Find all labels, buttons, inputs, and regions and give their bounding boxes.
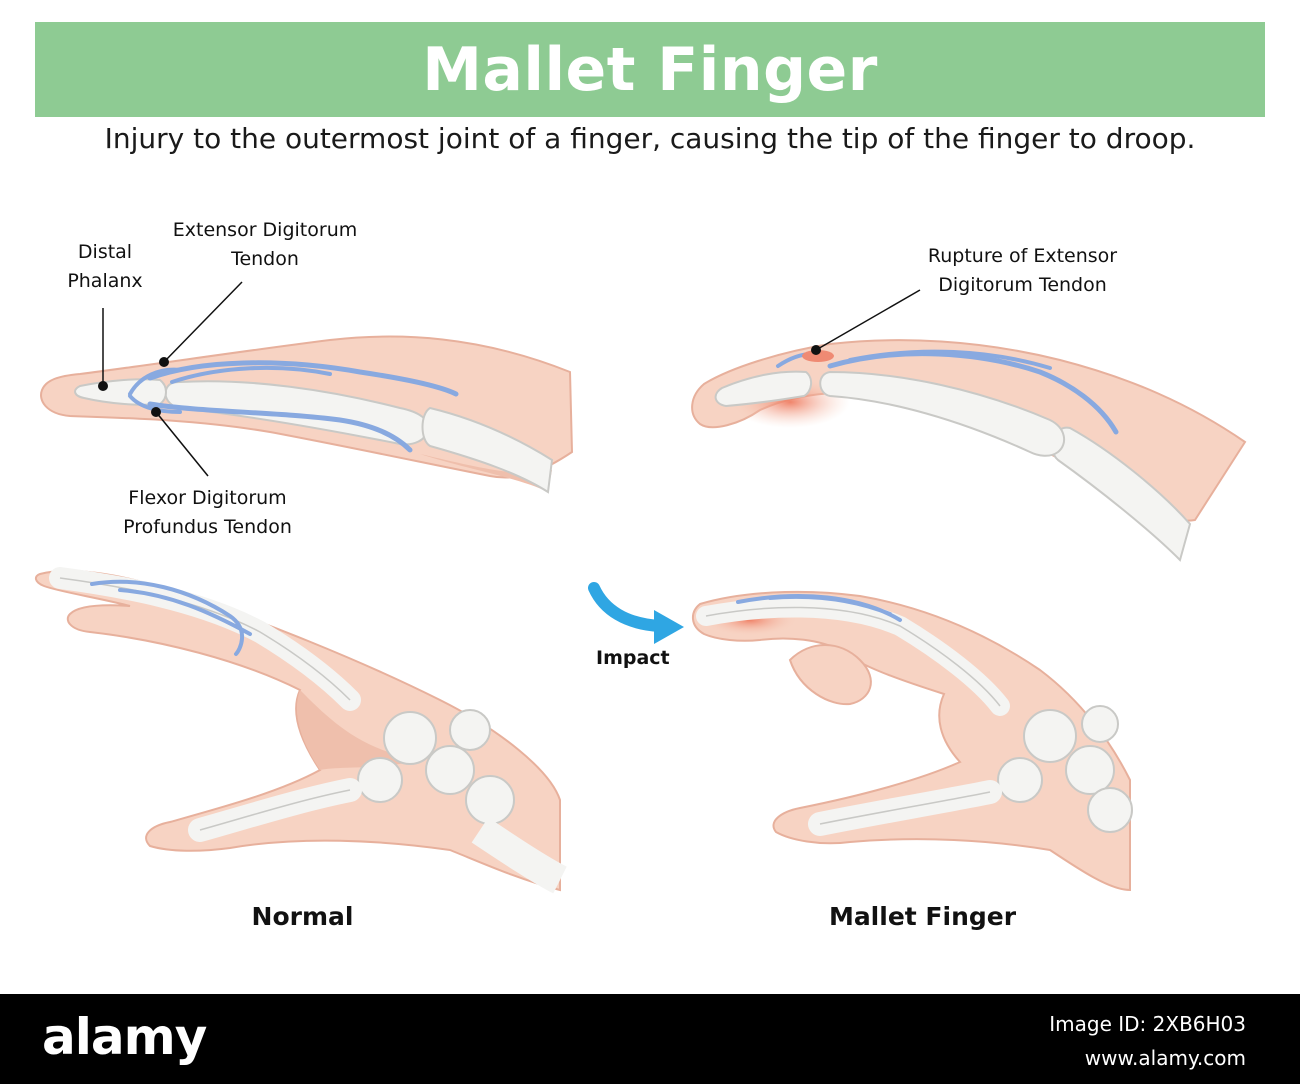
hand-skin [692, 590, 1131, 892]
finger-skin-shadow [420, 454, 552, 492]
carpal-bones [997, 705, 1133, 833]
finger-bones-outline [59, 577, 351, 701]
proximal-phalanx-bone [421, 406, 554, 494]
anatomy-illustration [34, 281, 1247, 894]
extensor-pointer [163, 281, 243, 363]
hand-skin [34, 569, 561, 892]
extensor-tendon-branch [170, 365, 332, 384]
rupture-dot [811, 345, 821, 355]
brand-logo: alamy [42, 1008, 207, 1066]
rupture-highlight [802, 350, 834, 362]
page-subtitle: Injury to the outermost joint of a finge… [104, 122, 1196, 155]
footer-bar: alamy Image ID: 2XB6H03 www.alamy.com [0, 994, 1300, 1084]
thumb-bones-outline [199, 789, 351, 831]
rupture-label: Rupture of Extensor Digitorum Tendon [927, 245, 1118, 296]
mallet-caption: Mallet Finger [828, 902, 1017, 931]
tendon-loop [128, 367, 182, 414]
site-url: www.alamy.com [1084, 1046, 1246, 1070]
forearm-bone [471, 817, 567, 894]
distal-phalanx-bone [714, 370, 812, 408]
distal-phalanx-label: Distal Phalanx [67, 241, 143, 292]
page-title: Mallet Finger [422, 34, 878, 105]
distal-phalanx-dot [98, 381, 108, 391]
curled-fingers [788, 644, 872, 706]
middle-phalanx-bone [819, 370, 1066, 457]
finger-bones-outline [705, 606, 1001, 707]
normal-finger-closeup [40, 281, 574, 494]
tendons [90, 579, 252, 656]
normal-caption: Normal [251, 902, 354, 931]
image-id: Image ID: 2XB6H03 [1049, 1012, 1246, 1036]
extensor-tendon-branch [848, 349, 1052, 370]
flexor-pointer [155, 411, 209, 477]
impact-label: Impact [596, 647, 670, 669]
flexor-tendon [147, 401, 413, 453]
finger-skin [691, 339, 1247, 522]
tendons [736, 594, 902, 622]
flexor-tendon-label: Flexor Digitorum Profundus Tendon [123, 487, 292, 538]
thumb-bones-outline [819, 791, 991, 825]
extensor-tendon [147, 360, 459, 397]
palm-shadow [296, 690, 420, 770]
extensor-dot [159, 357, 169, 367]
title-banner: Mallet Finger [35, 22, 1265, 117]
normal-hand [34, 567, 567, 894]
flexor-dot [151, 407, 161, 417]
rupture-pointer [815, 289, 921, 351]
mallet-hand [692, 590, 1133, 892]
impact-arrow-icon [588, 582, 684, 644]
extensor-tendon-label: Extensor Digitorum Tendon [172, 219, 358, 270]
mallet-finger-closeup [691, 289, 1247, 562]
carpal-bones [357, 709, 515, 825]
